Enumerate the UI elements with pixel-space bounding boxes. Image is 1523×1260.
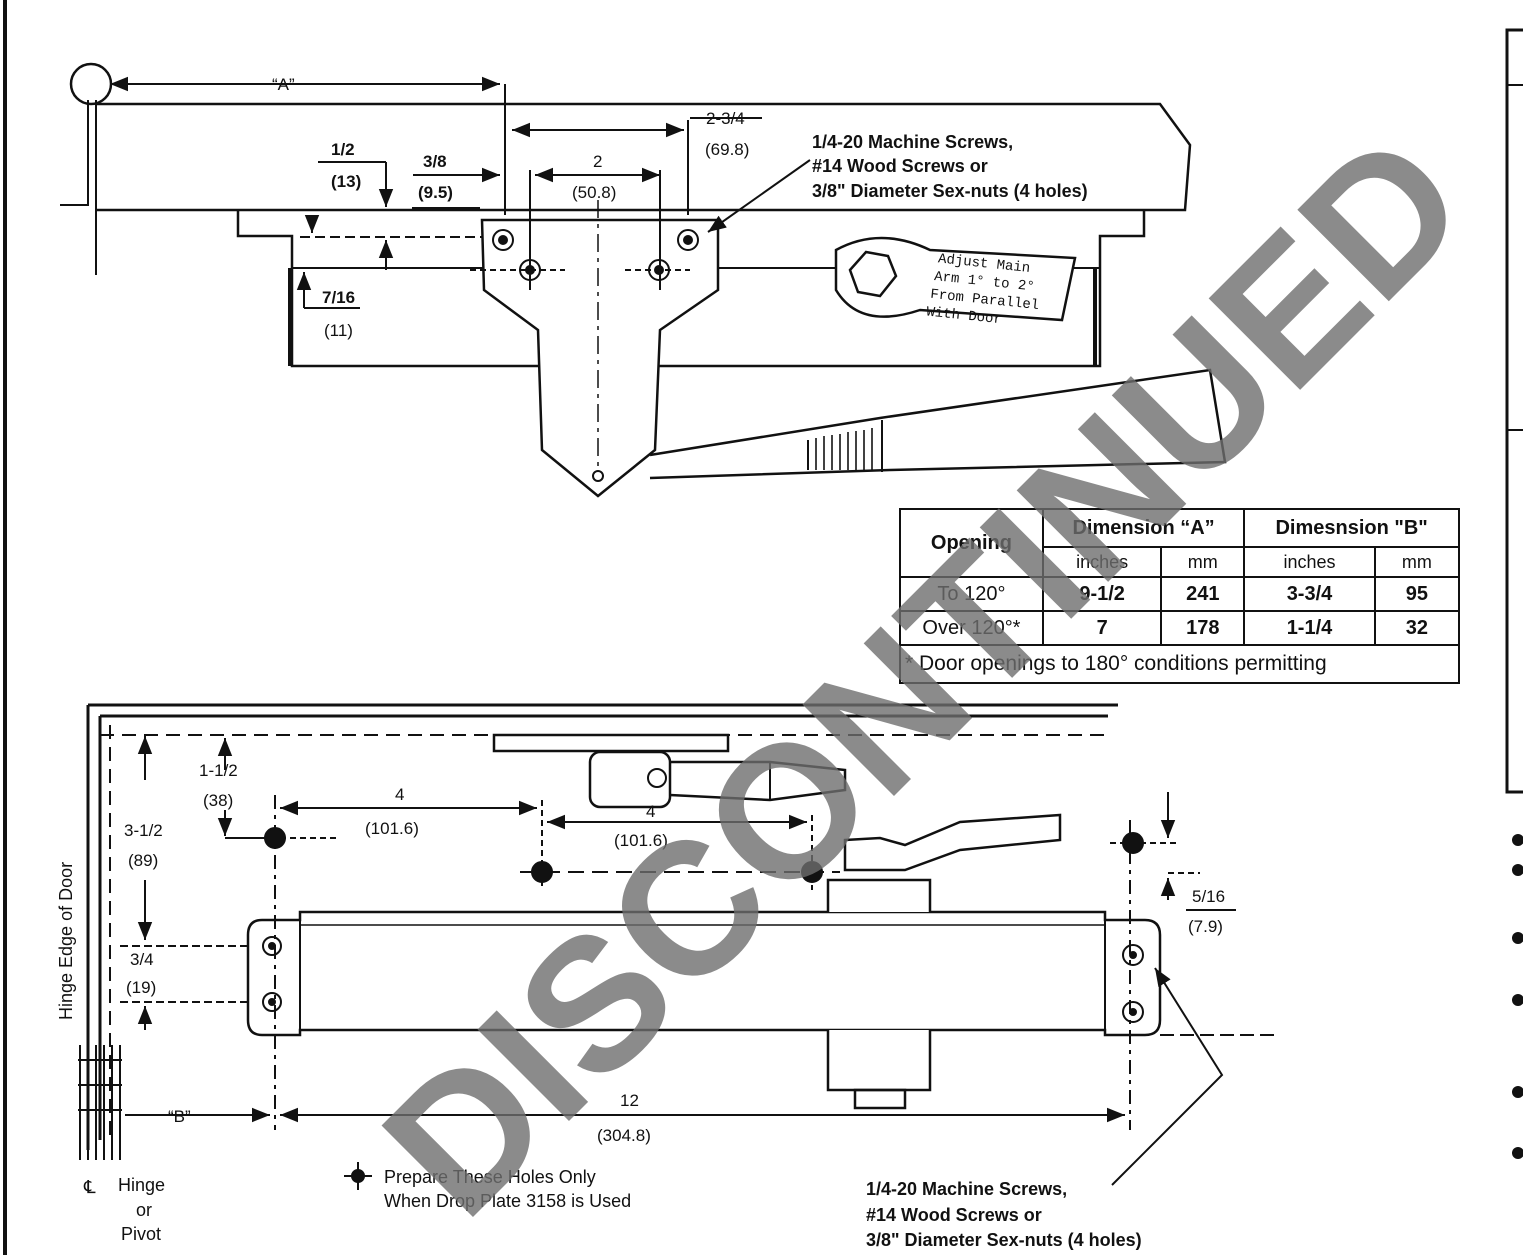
dim-38: (38) bbox=[203, 791, 233, 810]
label-dim-b: “B” bbox=[168, 1107, 191, 1126]
table-cell-a-in: 7 bbox=[1041, 610, 1163, 646]
dim-50-8: (50.8) bbox=[572, 183, 616, 202]
hinge-line-3: Pivot bbox=[121, 1224, 161, 1244]
dim-1-2: 1/2 bbox=[331, 140, 355, 159]
dim-69-8: (69.8) bbox=[705, 140, 749, 159]
closer-body-outline bbox=[236, 210, 1146, 368]
legend-line-1: Prepare These Holes Only bbox=[384, 1167, 596, 1187]
bottom-screw-note-2: #14 Wood Screws or bbox=[866, 1205, 1042, 1225]
dim-7-16: 7/16 bbox=[322, 288, 355, 307]
table-cell-b-mm: 32 bbox=[1373, 610, 1461, 646]
dim-19: (19) bbox=[126, 978, 156, 997]
table-subheader-mm: mm bbox=[1373, 546, 1461, 578]
table-cell-opening: To 120° bbox=[899, 576, 1044, 612]
door-edge-lines bbox=[60, 100, 97, 275]
dim-7-9: (7.9) bbox=[1188, 917, 1223, 936]
table-cell-b-mm: 95 bbox=[1373, 576, 1461, 612]
table-cell-b-in: 1-1/4 bbox=[1243, 610, 1376, 646]
dim-3-1-2: 3-1/2 bbox=[124, 821, 163, 840]
table-cell-b-in: 3-3/4 bbox=[1243, 576, 1376, 612]
svg-text:With Door: With Door bbox=[926, 304, 1003, 328]
top-screw-note-2: #14 Wood Screws or bbox=[812, 156, 988, 176]
table-row: Over 120°* 7 178 1-1/4 32 bbox=[899, 610, 1461, 646]
arm-adjuster-ribs bbox=[815, 428, 873, 470]
label-dim-a: “A” bbox=[272, 75, 295, 94]
table-header-opening: Opening bbox=[899, 508, 1044, 578]
hinge-line-2: or bbox=[136, 1200, 152, 1220]
table-cell-a-in: 9-1/2 bbox=[1041, 576, 1163, 612]
dim-4-a: 4 bbox=[395, 785, 404, 804]
table-header-dim-b: Dimesnsion "B" bbox=[1243, 508, 1460, 548]
bottom-view-labels: Hinge Edge of Door 1-1/2 (38) 3-1/2 (89)… bbox=[56, 761, 1225, 1250]
table-cell-opening: Over 120°* bbox=[899, 610, 1044, 646]
dim-101-6-a: (101.6) bbox=[365, 819, 419, 838]
table-subheader-inches: inches bbox=[1041, 546, 1163, 578]
dim-1-1-2: 1-1/2 bbox=[199, 761, 238, 780]
table-header-dim-a: Dimension “A” bbox=[1041, 508, 1246, 548]
bottom-view bbox=[78, 703, 1275, 1190]
centerline-symbol: ℄ bbox=[83, 1177, 96, 1197]
side-bullets bbox=[1512, 834, 1523, 1159]
dimension-table: Opening Dimension “A” Dimesnsion "B" inc… bbox=[899, 508, 1461, 684]
top-screw-note-3: 3/8" Diameter Sex-nuts (4 holes) bbox=[812, 181, 1088, 201]
dim-2-3-4: 2-3/4 bbox=[706, 109, 745, 128]
closer-body bbox=[246, 910, 1162, 1037]
bottom-screw-note-1: 1/4-20 Machine Screws, bbox=[866, 1179, 1067, 1199]
hinge-edge-label: Hinge Edge of Door bbox=[56, 862, 76, 1020]
dim-2: 2 bbox=[593, 152, 602, 171]
dim-5-16: 5/16 bbox=[1192, 887, 1225, 906]
frame-top bbox=[88, 703, 1118, 718]
right-side-panel bbox=[1505, 28, 1523, 794]
legend-line-2: When Drop Plate 3158 is Used bbox=[384, 1191, 631, 1211]
dim-13: (13) bbox=[331, 172, 361, 191]
dim-3-8: 3/8 bbox=[423, 152, 447, 171]
hinge-hatching bbox=[78, 1045, 122, 1160]
table-footnote: * Door openings to 180° conditions permi… bbox=[899, 644, 1460, 684]
dim-304-8: (304.8) bbox=[597, 1126, 651, 1145]
dim-11: (11) bbox=[324, 321, 353, 340]
top-screw-note-1: 1/4-20 Machine Screws, bbox=[812, 132, 1013, 152]
table-cell-a-mm: 241 bbox=[1160, 576, 1246, 612]
dim-3-4: 3/4 bbox=[130, 950, 154, 969]
arm-shoe bbox=[834, 236, 1077, 322]
hinge-circle bbox=[69, 62, 113, 106]
frame-header bbox=[96, 102, 1192, 212]
table-cell-a-mm: 178 bbox=[1160, 610, 1246, 646]
table-subheader-mm: mm bbox=[1160, 546, 1246, 578]
bottom-screw-note-3: 3/8" Diameter Sex-nuts (4 holes) bbox=[866, 1230, 1142, 1250]
hinge-line-1: Hinge bbox=[118, 1175, 165, 1195]
dim-101-6-b: (101.6) bbox=[614, 831, 668, 850]
dim-4-b: 4 bbox=[646, 802, 655, 821]
dim-9-5: (9.5) bbox=[418, 183, 453, 202]
table-subheader-inches: inches bbox=[1243, 546, 1376, 578]
dim-89: (89) bbox=[128, 851, 158, 870]
dim-12: 12 bbox=[620, 1091, 639, 1110]
frame-side bbox=[86, 705, 102, 1150]
top-view bbox=[60, 62, 1227, 498]
table-row: To 120° 9-1/2 241 3-3/4 95 bbox=[899, 576, 1461, 612]
closer-arm bbox=[649, 368, 1227, 480]
top-view-labels: “A” 1/2 (13) 3/8 (9.5) 2 (50.8) 2-3/4 (6… bbox=[272, 75, 1088, 340]
